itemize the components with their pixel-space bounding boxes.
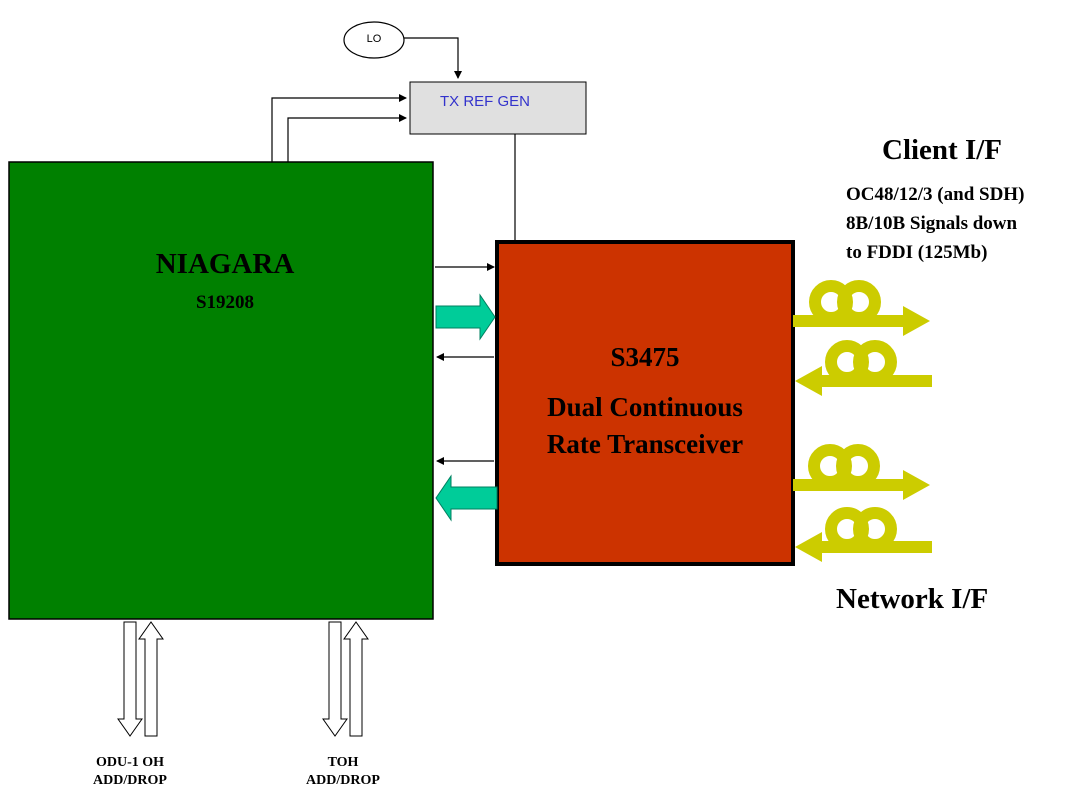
tx-ref-gen-box [409, 81, 587, 135]
client-if-desc-line2: 8B/10B Signals down [846, 213, 1018, 234]
client-if-desc-line3: to FDDI (125Mb) [846, 242, 988, 263]
toh-add-arrow [343, 621, 369, 737]
client-if-desc-line1: OC48/12/3 (and SDH) [846, 184, 1025, 205]
data-arrow-to-transceiver [435, 293, 496, 341]
lo-oscillator [343, 21, 405, 59]
toh-label-line2: ADD/DROP [306, 773, 380, 788]
transceiver-part-number: S3475 [610, 342, 680, 372]
lo-label: LO [366, 33, 382, 45]
fiber-network-rx [795, 507, 932, 562]
transceiver-line2: Rate Transceiver [546, 429, 744, 459]
odu-label-line1: ODU-1 OH [95, 755, 165, 770]
niagara-block [8, 161, 434, 620]
toh-drop-arrow [322, 621, 348, 737]
data-arrow-to-niagara [435, 474, 498, 522]
niagara-title: NIAGARA [155, 248, 295, 280]
niagara-to-txref-connector-2 [287, 114, 407, 162]
toh-label-line1: TOH [327, 755, 359, 770]
client-if-title: Client I/F [882, 134, 1003, 166]
odu-add-arrow [138, 621, 164, 737]
fiber-client-tx [793, 280, 930, 336]
odu-label-line2: ADD/DROP [93, 773, 167, 788]
niagara-part-number: S19208 [195, 292, 255, 313]
lo-to-txref-connector [404, 37, 462, 79]
fiber-network-tx [793, 444, 930, 500]
transceiver-block [495, 240, 795, 566]
niagara-to-txref-connector-1 [271, 94, 407, 162]
odu-drop-arrow [117, 621, 143, 737]
transceiver-line1: Dual Continuous [547, 392, 743, 422]
tx-ref-gen-label: TX REF GEN [439, 93, 530, 110]
network-if-title: Network I/F [836, 583, 989, 615]
fiber-client-rx [795, 340, 932, 396]
